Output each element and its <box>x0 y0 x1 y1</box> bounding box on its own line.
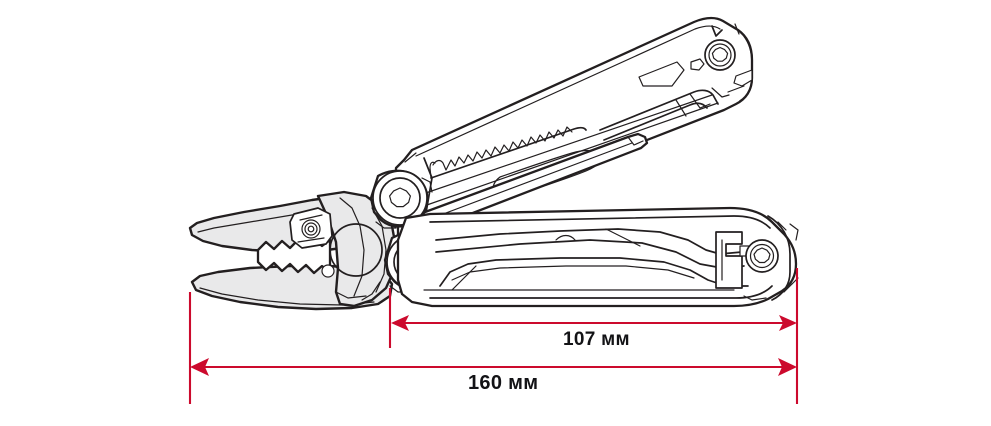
arrowhead-left-160 <box>190 358 209 376</box>
end-cap-screw-upper <box>704 39 736 71</box>
saw-blade <box>429 126 587 179</box>
arrowhead-right-107 <box>779 315 797 331</box>
hex-screw-jaw <box>301 219 321 239</box>
end-cap-screw-lower <box>745 239 779 273</box>
lower-handle <box>396 206 799 308</box>
pivot-screw-upper <box>389 187 411 208</box>
dimension-line-107 <box>391 315 797 331</box>
dimension-line-160 <box>190 358 797 376</box>
arrowhead-left-107 <box>391 315 409 331</box>
arrowhead-right-160 <box>778 358 797 376</box>
dimension-label-160: 160 мм <box>468 372 539 394</box>
plier-head <box>188 190 398 311</box>
upper-handle <box>393 16 754 224</box>
dimension-annotations <box>188 268 799 404</box>
dimension-label-107: 107 мм <box>563 329 630 350</box>
